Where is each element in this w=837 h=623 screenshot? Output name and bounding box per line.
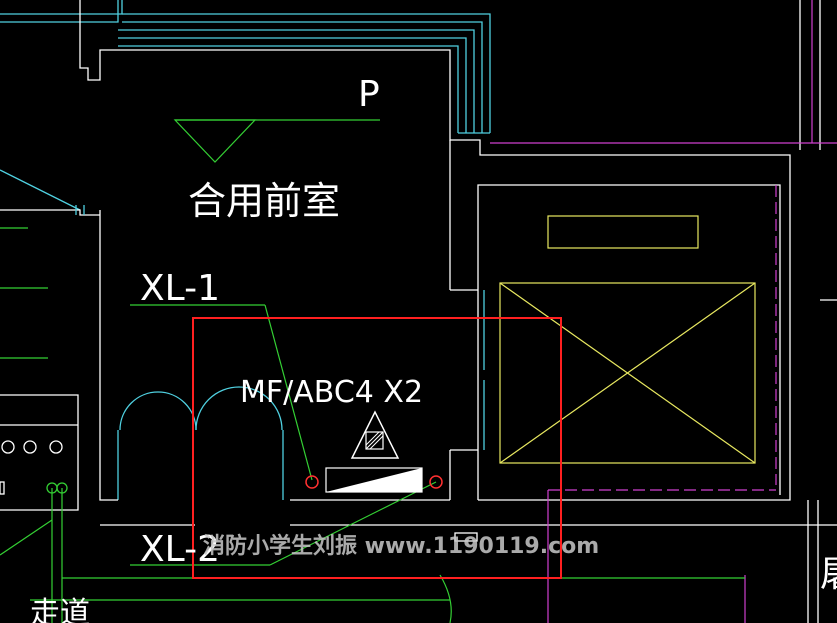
stair-symbol bbox=[173, 119, 257, 163]
hydrant-circles bbox=[305, 475, 443, 489]
corridor-label: 走道 bbox=[30, 596, 90, 623]
extinguisher-symbol bbox=[325, 410, 423, 493]
window-symbols bbox=[75, 205, 85, 215]
room-label: 合用前室 bbox=[188, 179, 340, 223]
watermark: 消防小学生刘振 www.1190119.com bbox=[203, 533, 599, 559]
cyan-wall-lines bbox=[0, 0, 491, 500]
partial-label-right: 屠 bbox=[820, 554, 837, 595]
riser-label-2: XL-2 bbox=[140, 529, 220, 570]
elevator-shaft bbox=[499, 215, 756, 464]
riser-label-1: XL-1 bbox=[140, 268, 220, 309]
extinguisher-label: MF/ABC4 X2 bbox=[240, 375, 423, 410]
highlight-box bbox=[192, 317, 562, 579]
magenta-lines bbox=[490, 0, 837, 623]
stair-label: P bbox=[358, 74, 380, 115]
left-symbols bbox=[0, 440, 68, 495]
